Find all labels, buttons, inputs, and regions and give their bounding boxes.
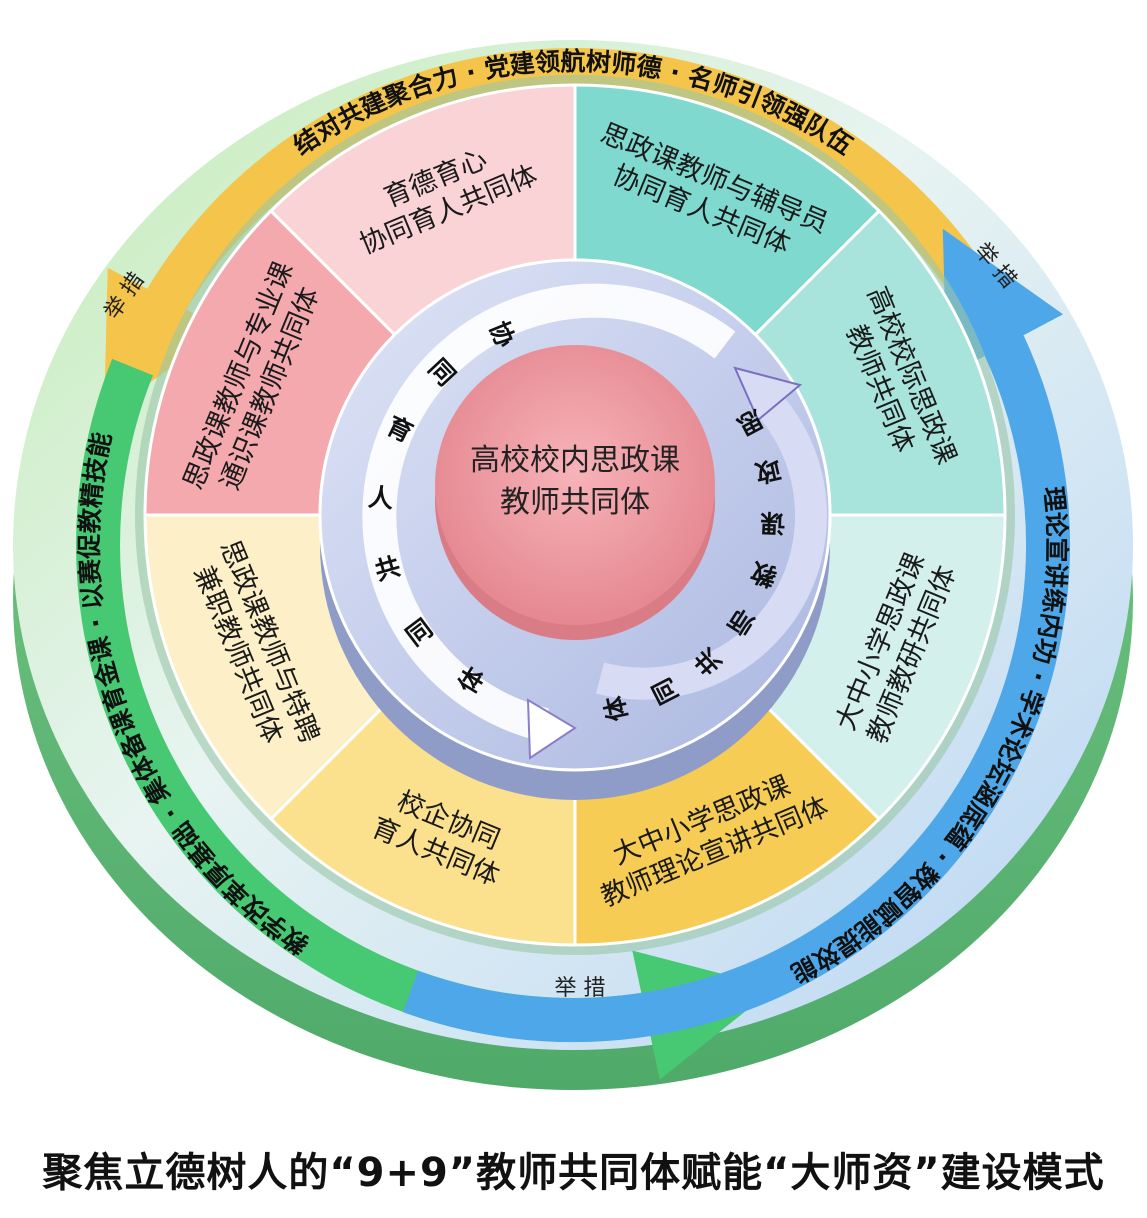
diagram-caption: 聚焦立德树人的“9+9”教师共同体赋能“大师资”建设模式 [42, 1150, 1105, 1196]
measure-label-bottom: 举 措 [555, 976, 606, 1001]
center-title-line1: 高校校内思政课 [470, 443, 680, 478]
top-measure-band [103, 48, 1012, 416]
teacher-community-diagram: 结对共建聚合力 · 党建领航树师德 · 名师引领强队伍 教学改革厚基础 · 集体… [13, 40, 1133, 1090]
inner-ring-left-arrow [362, 283, 736, 742]
center-circle [435, 345, 715, 625]
inner-ring-right-arrowhead [733, 366, 803, 422]
right-measure-band [402, 228, 1071, 1043]
inner-ring-right-arrow [595, 383, 827, 700]
inner-ring-right-char: 课 [759, 508, 786, 538]
center-title-line2: 教师共同体 [500, 485, 650, 520]
inner-ring-left-char: 人 [367, 482, 394, 513]
inner-ring-left-arrowhead [526, 698, 577, 760]
segment-ring: 思政课教师与辅导员协同育人共同体高校校际思政课教师共同体大中小学思政课教师教研共… [143, 83, 1007, 947]
